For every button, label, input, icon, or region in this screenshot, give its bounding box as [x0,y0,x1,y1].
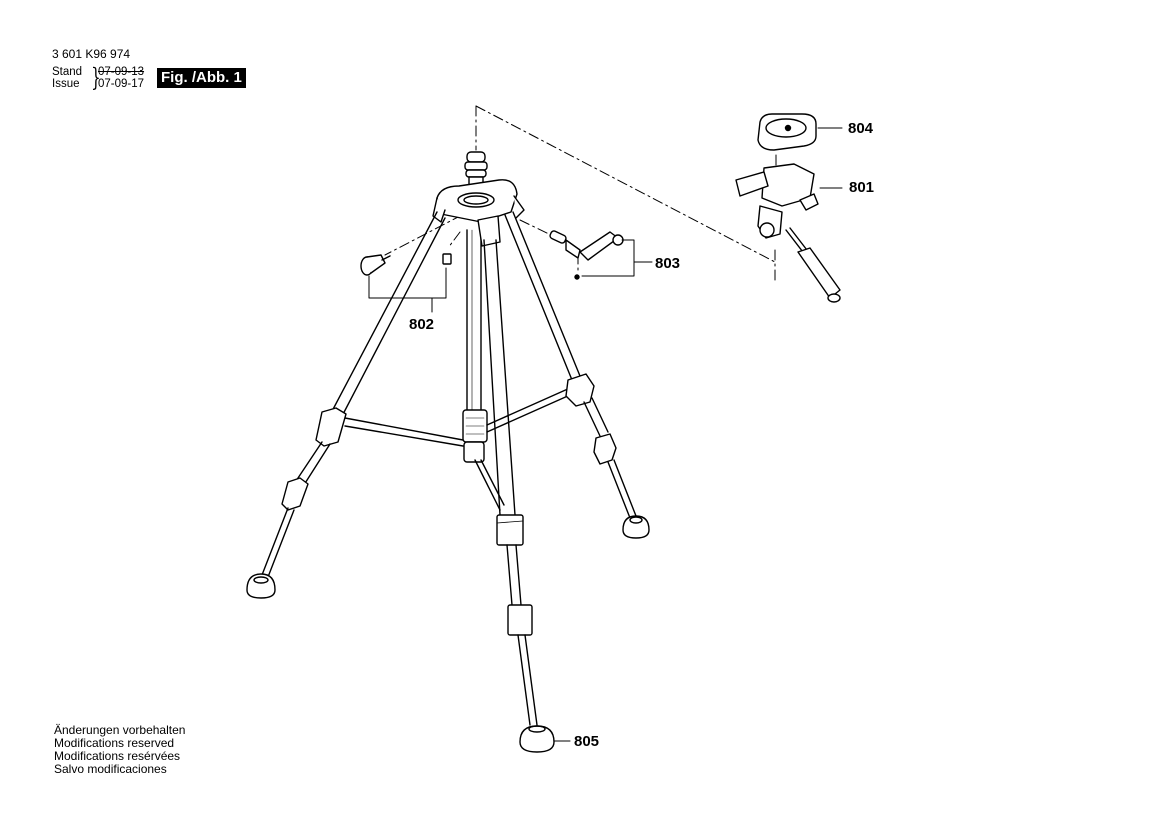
part-803-crank-lever [549,230,653,280]
stand-issue-block: Stand Issue } 07-09-13 07-09-17 [52,65,144,90]
issue-date: 07-09-17 [98,78,145,90]
note-fr: Modifications resérvées [54,749,181,763]
part-801-pan-head [735,163,843,303]
document-number: 3 601 K96 974 [52,47,131,61]
part-label-804: 804 [848,120,874,137]
stand-date: 07-09-13 [98,66,145,78]
leg-braces [344,387,571,511]
part-label-802: 802 [409,316,435,333]
figure-label: Fig. /Abb. 1 [157,68,246,88]
part-label-801: 801 [849,179,875,196]
front-leg [483,239,555,753]
part-802-knob-and-nut [360,253,452,313]
center-column [462,151,488,463]
note-en: Modifications reserved [54,736,175,750]
note-de: Änderungen vorbehalten [54,723,186,737]
note-es: Salvo modificaciones [54,762,167,776]
brace-icon: } [91,63,101,92]
right-leg [504,211,650,539]
left-leg [246,211,446,599]
part-label-805: 805 [574,733,600,750]
tripod-head-casting [432,179,525,247]
part-label-803: 803 [655,255,681,272]
part-804-mounting-plate [757,113,843,151]
issue-label: Issue [52,78,80,90]
assembly-axis-lines [384,105,777,283]
stand-label: Stand [52,66,83,78]
modification-notes: Änderungen vorbehalten Modifications res… [54,724,185,776]
